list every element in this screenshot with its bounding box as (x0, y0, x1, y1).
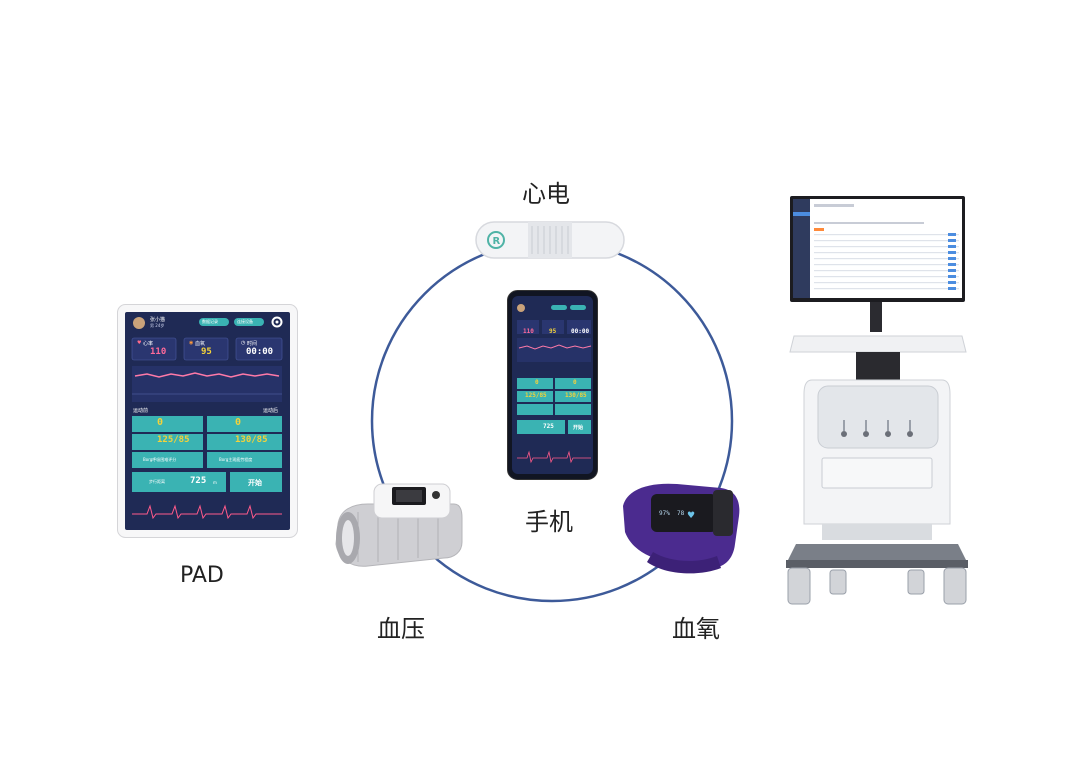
pad-walk-unit: m (213, 480, 217, 485)
phone-metric-spo2-value: 95 (549, 328, 557, 335)
gear-icon (271, 316, 283, 328)
oximeter-readout: 97% 78 (659, 510, 685, 517)
pad-borg-2[interactable]: Borg主观疲劳程度 (219, 457, 253, 462)
svg-text:◉: ◉ (189, 340, 193, 346)
medical-workstation-cart (786, 196, 968, 605)
ecg-patch-device: R (475, 221, 625, 259)
svg-text:♥: ♥ (137, 340, 142, 346)
phone-bp-after: 130/85 (565, 392, 587, 399)
phone-metric-time-value: 00:00 (571, 328, 590, 335)
label-spo2: 血氧 (672, 615, 720, 643)
pad-metric-hr-label: 心率 (143, 341, 154, 347)
svg-text:R: R (493, 236, 501, 247)
pad-metric-hr-value: 110 (150, 347, 167, 357)
phone-hr-cell-1: 0 (535, 379, 539, 386)
label-bp: 血压 (377, 615, 425, 643)
pad-pill-records[interactable]: 数据记录 (202, 319, 218, 324)
pad-metric-time-label: 时间 (247, 341, 258, 347)
pad-hr-cell-1: 0 (157, 417, 164, 428)
pad-walk-value: 725 (190, 476, 207, 486)
pad-section-right: 运动后 (263, 408, 279, 414)
pad-walk-label: 步行距离 (149, 479, 165, 484)
pad-hr-cell-2: 0 (235, 417, 242, 428)
pad-user-sub: 男 24岁 (150, 323, 165, 328)
heart-icon: ♥ (687, 511, 695, 521)
phone-device: 110 95 00:00 0 0 125/85 130/85 725 开始 (507, 290, 598, 480)
pad-tablet: ♥ ◉ ◷ 张小猫 男 24岁 数据记录 连接设备 心率 血氧 时间 110 9… (117, 304, 298, 538)
pad-pill-connect[interactable]: 连接设备 (237, 319, 253, 324)
pad-user-name: 张小猫 (150, 317, 166, 323)
brand-logo-icon (487, 231, 505, 249)
pulse-oximeter-device: ♥ 97% 78 (617, 476, 745, 578)
blood-pressure-cuff (335, 483, 463, 567)
pad-borg-1[interactable]: Borg呼吸困难评分 (143, 457, 177, 462)
svg-text:◷: ◷ (241, 340, 246, 346)
pad-bp-before: 125/85 (157, 435, 190, 445)
phone-walk-value: 725 (543, 423, 554, 430)
pad-metric-spo2-value: 95 (201, 347, 212, 357)
pad-metric-spo2-label: 血氧 (195, 341, 206, 347)
label-pad: PAD (180, 563, 224, 588)
pad-start-button[interactable]: 开始 (248, 479, 262, 487)
pad-section-title: 运动前 (133, 408, 149, 414)
phone-bp-before: 125/85 (525, 392, 547, 399)
pad-bp-after: 130/85 (235, 435, 268, 445)
phone-start-button[interactable]: 开始 (573, 425, 584, 431)
pad-metric-time-value: 00:00 (246, 347, 274, 357)
phone-metric-hr-value: 110 (523, 328, 534, 335)
phone-hr-cell-2: 0 (573, 379, 577, 386)
label-phone: 手机 (525, 508, 573, 536)
label-ecg: 心电 (522, 180, 570, 208)
